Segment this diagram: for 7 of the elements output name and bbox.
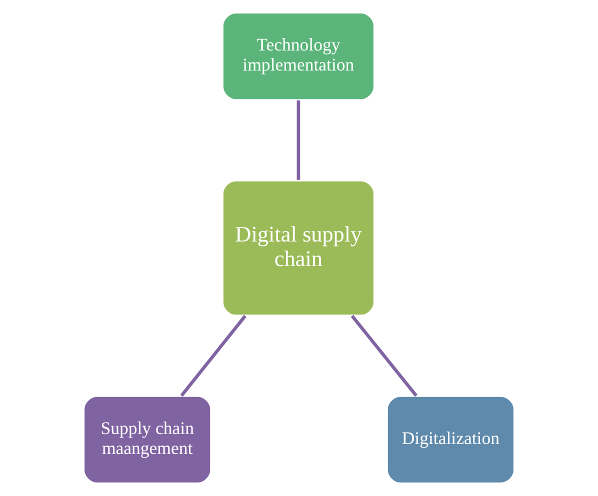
node-box: Supply chain maangement	[82, 394, 212, 485]
node-box: Digital supply chain	[221, 179, 376, 317]
connector	[180, 314, 246, 397]
node-box: Technology implementation	[221, 11, 376, 102]
connector	[296, 100, 300, 180]
node-box: Digitalization	[386, 394, 516, 485]
connector	[350, 314, 418, 397]
